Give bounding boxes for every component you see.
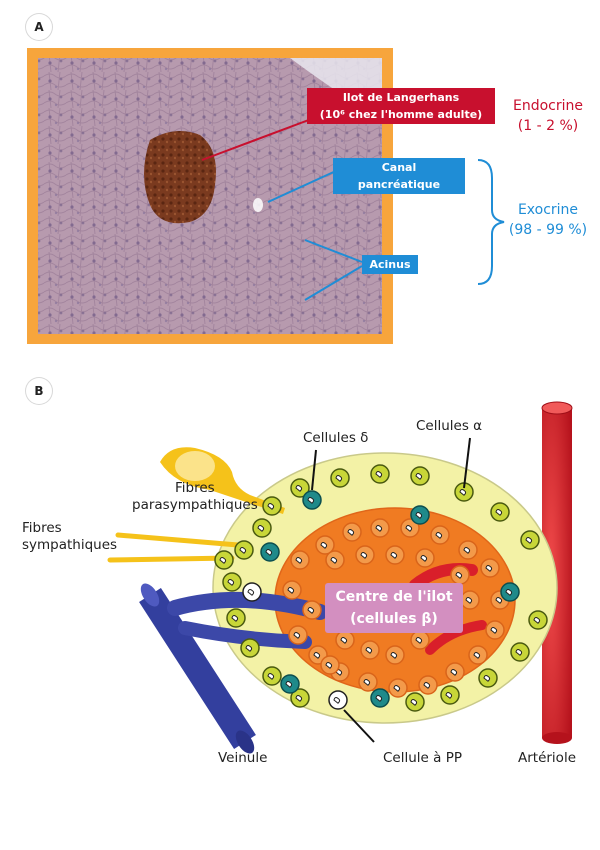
beta-cell	[360, 640, 380, 660]
exocrine-brace	[477, 159, 505, 285]
arteriole-label: Artériole	[518, 750, 577, 766]
duct-pointer-line	[267, 169, 339, 203]
alpha-cell	[290, 688, 310, 708]
pp-cell-label: Cellule à PP	[383, 750, 462, 766]
alpha-cell	[240, 638, 260, 658]
panel-a-badge: A	[26, 14, 52, 40]
beta-cell	[290, 550, 310, 570]
delta-cell	[302, 490, 322, 510]
parasympathetic-line2: parasympathiques	[132, 497, 258, 513]
sympathetic-line2: sympathiques	[22, 537, 118, 553]
alpha-cell	[234, 540, 254, 560]
center-line1: Centre de l'ilot	[335, 589, 453, 605]
duct-lumen	[253, 198, 263, 212]
islet-cells	[214, 464, 548, 712]
alpha-cells-label: Cellules α	[416, 418, 483, 434]
delta-cells-label: Cellules δ	[303, 430, 369, 446]
beta-cell	[430, 525, 450, 545]
alpha-cell	[290, 478, 310, 498]
delta-leader	[311, 449, 317, 491]
endocrine-title: Endocrine	[513, 98, 583, 114]
delta-cell	[500, 582, 520, 602]
alpha-cell	[262, 666, 282, 686]
delta-cell	[370, 688, 390, 708]
center-line2: (cellules β)	[350, 611, 438, 627]
beta-cell	[288, 625, 308, 645]
delta-cell	[280, 674, 300, 694]
alpha-cell	[510, 642, 530, 662]
beta-cell	[385, 545, 405, 565]
sympathetic-fibers	[107, 532, 241, 563]
beta-cell	[335, 630, 355, 650]
beta-cell	[460, 590, 480, 610]
acinus-pointer-line-1	[304, 239, 363, 263]
beta-cell	[302, 600, 322, 620]
alpha-cell	[528, 610, 548, 630]
alpha-cell	[520, 530, 540, 550]
panel-b-badge: B	[26, 378, 52, 404]
beta-cell	[480, 558, 500, 578]
sympathetic-line1: Fibres	[22, 520, 62, 536]
alpha-cell	[405, 692, 425, 712]
beta-center-label: Centre de l'ilot (cellules β)	[325, 583, 463, 633]
beta-cell	[410, 630, 430, 650]
venule-label: Veinule	[218, 750, 268, 766]
beta-cell	[358, 672, 378, 692]
alpha-cell	[330, 468, 350, 488]
beta-cell	[468, 645, 488, 665]
beta-cell	[282, 580, 302, 600]
alpha-cell	[440, 685, 460, 705]
exocrine-percent: (98 - 99 %)	[508, 222, 588, 238]
beta-cell	[450, 565, 470, 585]
exocrine-label: Exocrine (98 - 99 %)	[500, 200, 596, 240]
pp-cell	[328, 690, 348, 710]
alpha-cell	[410, 466, 430, 486]
alpha-cell	[370, 464, 390, 484]
beta-cell	[385, 645, 405, 665]
parasympathetic-label: Fibres parasympathiques	[132, 480, 258, 514]
alpha-cell	[262, 496, 282, 516]
sympathetic-label: Fibres sympathiques	[22, 520, 117, 554]
acinus-label-box: Acinus	[362, 255, 418, 274]
duct-label-box: Canal pancréatique	[333, 158, 465, 194]
beta-cell	[415, 548, 435, 568]
islet-label-line2: (10⁶ chez l'homme adulte)	[319, 108, 483, 121]
beta-cell	[315, 535, 335, 555]
pp-leader	[343, 709, 375, 743]
alpha-cell	[222, 572, 242, 592]
endocrine-percent: (1 - 2 %)	[517, 118, 579, 134]
beta-cell	[325, 550, 345, 570]
alpha-cell	[454, 482, 474, 502]
beta-cell	[418, 675, 438, 695]
beta-cell	[370, 518, 390, 538]
alpha-leader	[463, 437, 471, 489]
parasympathetic-line1: Fibres	[175, 480, 215, 496]
delta-cell	[260, 542, 280, 562]
acinus-pointer-line-2	[304, 265, 363, 301]
beta-cell	[400, 518, 420, 538]
alpha-cell	[490, 502, 510, 522]
beta-cell	[388, 678, 408, 698]
alpha-cell	[214, 550, 234, 570]
beta-cell	[485, 620, 505, 640]
alpha-cell	[226, 608, 246, 628]
islet-label-line1: Ilot de Langerhans	[342, 91, 460, 104]
pp-cell	[242, 582, 262, 602]
islet-of-langerhans-stain	[144, 131, 216, 224]
exocrine-title: Exocrine	[517, 202, 579, 218]
beta-cell	[445, 662, 465, 682]
parasympathetic-neuron	[160, 447, 285, 514]
delta-cell	[410, 505, 430, 525]
beta-cell	[458, 540, 478, 560]
alpha-cell	[478, 668, 498, 688]
islet-label-box: Ilot de Langerhans (10⁶ chez l'homme adu…	[307, 88, 495, 124]
alpha-cell	[252, 518, 272, 538]
beta-cell	[320, 655, 340, 675]
beta-cell	[355, 545, 375, 565]
beta-cell	[342, 522, 362, 542]
panel-b-leader-lines	[311, 437, 471, 743]
endocrine-label: Endocrine (1 - 2 %)	[500, 96, 596, 136]
